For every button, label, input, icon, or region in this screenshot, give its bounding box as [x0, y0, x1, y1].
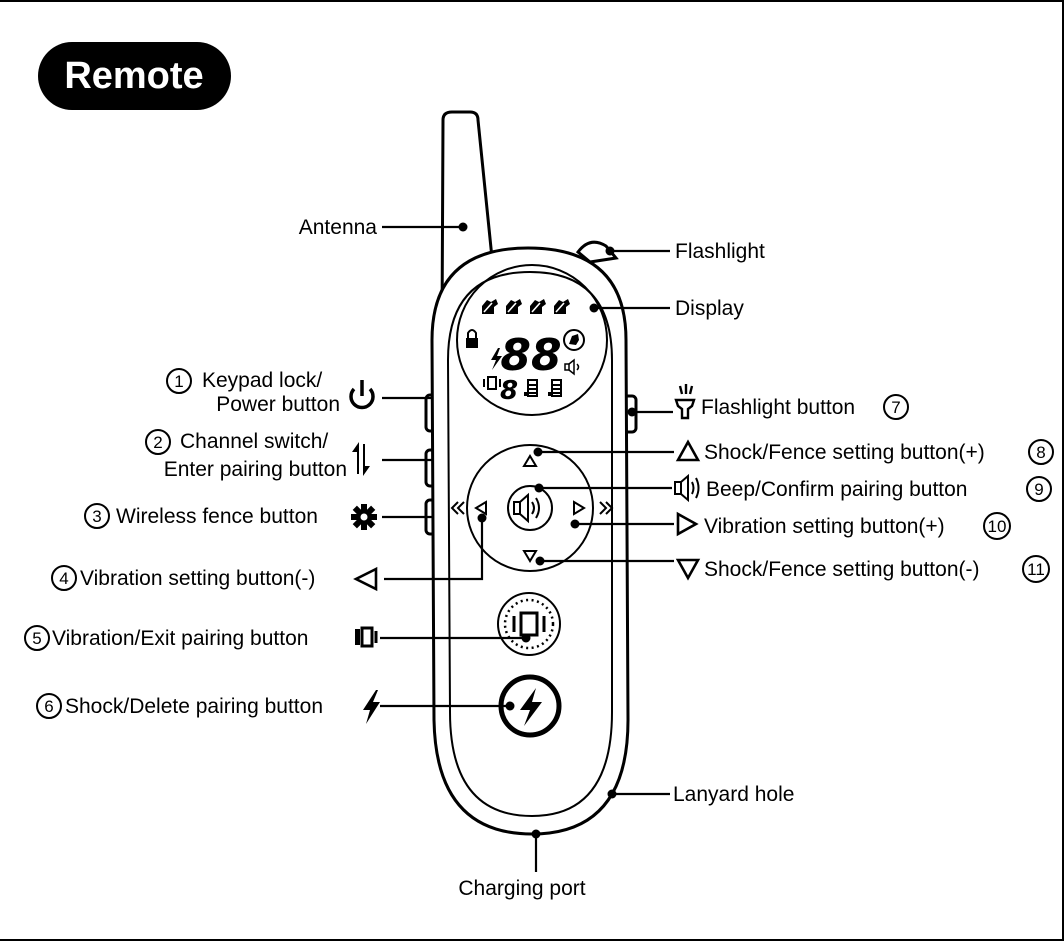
flashlight-lens [575, 240, 619, 264]
number-1: 1 [174, 372, 183, 391]
lcd-display: 88 8 [456, 264, 608, 416]
label-beep-confirm: Beep/Confirm pairing button [706, 478, 968, 501]
lcd-big-digits: 88 [500, 330, 561, 381]
number-4: 4 [59, 569, 68, 588]
number-2: 2 [153, 433, 162, 452]
number-badge-4 [51, 565, 77, 591]
down-triangle-icon [675, 558, 701, 581]
left-triangle-icon[interactable] [474, 500, 487, 516]
channel-switch-icon [352, 442, 370, 476]
number-badge-9 [1026, 476, 1052, 502]
label-shock-delete: Shock/Delete pairing button [65, 695, 323, 718]
label-vibration-exit: Vibration/Exit pairing button [52, 627, 308, 650]
label-enter-pairing: Enter pairing button [164, 458, 347, 481]
lock-icon [466, 329, 478, 348]
vibration-icon [483, 376, 501, 390]
wave-marks [450, 501, 614, 515]
number-6: 6 [44, 697, 53, 716]
number-badge-1 [166, 368, 192, 394]
flashlight-icon [674, 384, 696, 420]
label-vibration-minus: Vibration setting button(-) [80, 567, 315, 590]
label-shock-fence-plus: Shock/Fence setting button(+) [704, 441, 985, 464]
number-7: 7 [891, 398, 900, 417]
number-badge-6 [36, 693, 62, 719]
label-channel-switch: Channel switch/ [180, 430, 328, 453]
power-icon [349, 380, 375, 410]
number-badge-10 [983, 512, 1011, 540]
lightning-icon [363, 690, 380, 724]
up-triangle-icon[interactable] [522, 454, 538, 467]
label-flashlight: Flashlight [675, 240, 765, 263]
mode-circle-icon [563, 329, 585, 351]
number-8: 8 [1036, 443, 1045, 462]
speaker-icon [564, 358, 580, 376]
label-charging-port: Charging port [458, 877, 585, 900]
number-badge-11 [1022, 555, 1050, 583]
label-shock-fence-minus: Shock/Fence setting button(-) [704, 558, 979, 581]
vibration-button[interactable] [497, 592, 561, 656]
remote-body [424, 110, 638, 836]
body-inner-outline [446, 270, 613, 818]
label-vibration-plus: Vibration setting button(+) [704, 515, 945, 538]
label-display: Display [675, 297, 744, 320]
number-badge-8 [1028, 439, 1054, 465]
number-badge-3 [84, 503, 110, 529]
lcd-small-digit: 8 [500, 376, 518, 406]
lightning-icon [520, 688, 542, 726]
up-triangle-icon [675, 439, 701, 462]
beep-confirm-button[interactable] [507, 485, 553, 531]
label-antenna: Antenna [299, 216, 378, 239]
dpad[interactable] [466, 444, 594, 572]
title-badge [38, 42, 231, 110]
right-triangle-icon[interactable] [573, 500, 586, 516]
speaker-icon [674, 473, 700, 503]
page-title: Remote [64, 55, 203, 97]
down-triangle-icon[interactable] [522, 550, 538, 563]
number-3: 3 [92, 507, 101, 526]
right-triangle-icon [676, 511, 699, 537]
vibration-icon [355, 626, 378, 648]
label-flashlight-button: Flashlight button [701, 396, 855, 419]
number-badge-2 [145, 429, 171, 455]
label-power-button: Power button [216, 393, 340, 416]
label-wireless-fence: Wireless fence button [116, 505, 318, 528]
number-badge-5 [24, 625, 50, 651]
number-5: 5 [32, 629, 41, 648]
number-11: 11 [1027, 560, 1045, 579]
gear-icon [351, 504, 377, 530]
lightning-icon [491, 348, 502, 370]
speaker-icon [513, 492, 540, 524]
number-badge-7 [883, 394, 909, 420]
number-9: 9 [1034, 480, 1043, 499]
left-triangle-icon [353, 566, 378, 592]
number-10: 10 [988, 517, 1007, 536]
label-lanyard-hole: Lanyard hole [673, 783, 794, 806]
leader-lines [380, 222, 674, 872]
label-keypad-lock: Keypad lock/ [202, 369, 322, 392]
